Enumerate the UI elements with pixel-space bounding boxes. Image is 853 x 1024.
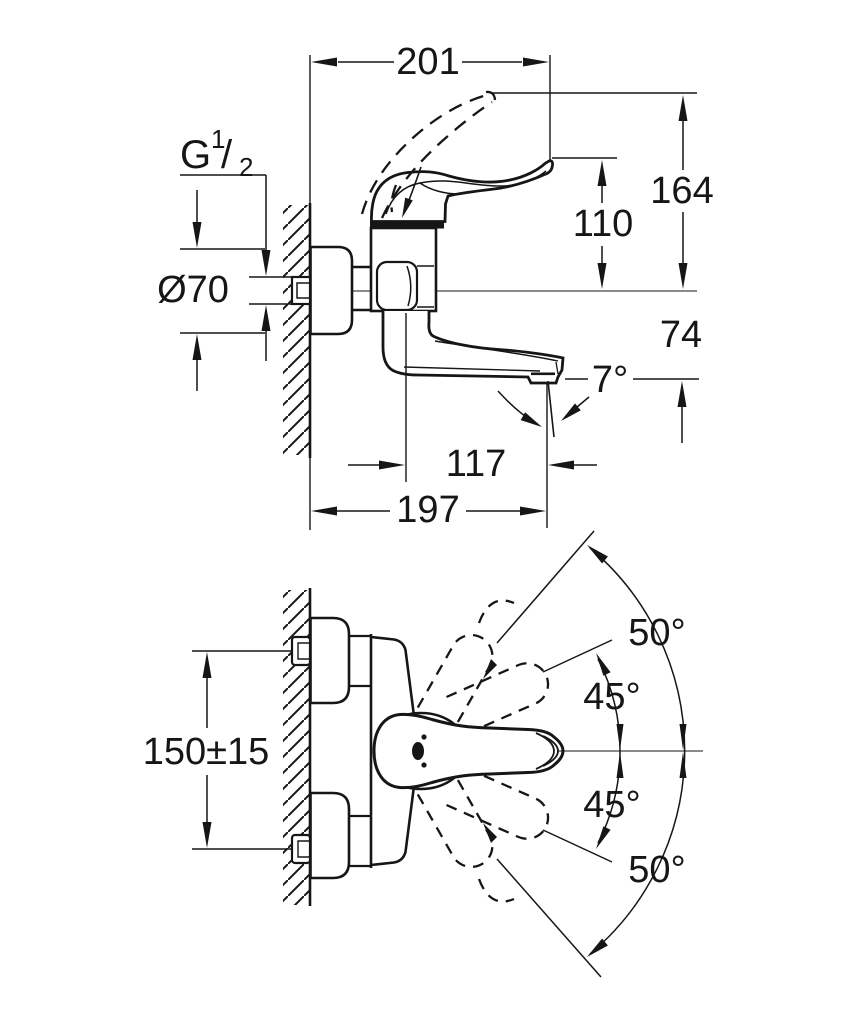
inlet-nipple-top (290, 635, 312, 667)
thread-slash: / (221, 133, 233, 177)
plan-view: 150±15 50° 45° 45° 50° (143, 530, 703, 978)
dim-7deg-label: 7° (592, 359, 628, 401)
dim-201: 201 (311, 41, 549, 83)
angle-45-bottom-label: 45° (583, 784, 640, 826)
escutcheon-side (309, 245, 354, 336)
dim-117-label: 117 (446, 443, 507, 485)
dim-74-label: 74 (660, 314, 702, 356)
lever-handle-plan (372, 712, 565, 790)
dim-dia70-label: Ø70 (157, 269, 229, 311)
spout (381, 311, 565, 385)
dim-164-label: 164 (650, 170, 713, 212)
lever-positions-dashed (416, 599, 550, 903)
mounting-block-bottom (309, 791, 351, 880)
dim-197: 197 (311, 489, 546, 531)
lever-handle-side (370, 159, 554, 223)
dim-150: 150±15 (143, 652, 270, 848)
angle-50-bottom-label: 50° (628, 849, 685, 891)
thread-g: G (180, 133, 211, 177)
dim-74: 74 (660, 314, 702, 443)
dim-150-label: 150±15 (143, 731, 270, 773)
thread-sub: 2 (239, 152, 253, 182)
dim-g12-thread: G 1 / 2 (180, 124, 292, 361)
motion-arrow (402, 197, 413, 218)
inlet-nipple (290, 275, 312, 306)
angle-50-top-label: 50° (628, 612, 685, 654)
dim-110: 110 (573, 160, 634, 289)
body-bottom-edge (370, 785, 416, 867)
arc-crossing-arrows (616, 724, 687, 778)
dim-dia70: Ø70 (157, 190, 265, 391)
dim-164: 164 (650, 95, 714, 289)
mounting-block-top (309, 616, 351, 705)
dim-110-label: 110 (573, 203, 634, 245)
swivel-arrow-bottom (483, 823, 497, 843)
mixer-body (369, 221, 444, 313)
body-top-edge (370, 635, 416, 717)
lever-pivot-dot (412, 742, 424, 760)
side-view: 201 164 110 74 (157, 41, 714, 531)
angle-45-top-label: 45° (583, 676, 640, 718)
thread-sup: 1 (211, 124, 225, 154)
wall-hatch-side (283, 205, 310, 455)
swivel-arrow-top (483, 659, 497, 679)
lever-handle-raised-dashed (360, 90, 497, 219)
aerator (531, 372, 555, 376)
inlet-nipple-bottom (290, 833, 312, 865)
dim-7deg: 7° (497, 359, 628, 438)
body-bosses (349, 634, 371, 868)
dim-197-label: 197 (396, 489, 459, 531)
dim-117: 117 (348, 443, 597, 485)
dim-201-label: 201 (396, 41, 459, 83)
